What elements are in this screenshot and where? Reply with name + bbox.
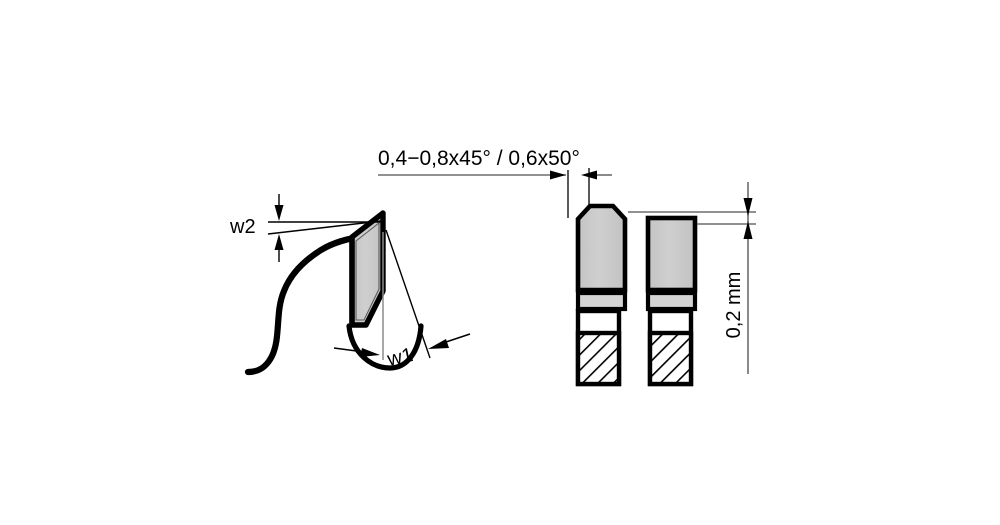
w2-angle-label: w2 xyxy=(229,216,256,238)
chamfer-dimension-label: 0,4−0,8x45° / 0,6x50° xyxy=(378,147,580,170)
square-tooth-band xyxy=(645,290,698,312)
w2-angle-group xyxy=(267,194,383,262)
projection-arrow-upper-icon xyxy=(743,198,753,216)
chamfered-tooth-carbide xyxy=(575,203,628,293)
w2-reference-line-lower xyxy=(267,220,382,235)
w1-arrow-left-shaft xyxy=(333,347,365,353)
projection-dimension-group xyxy=(628,182,756,374)
side-profile-view xyxy=(244,210,424,376)
w1-arrow-left-icon xyxy=(360,348,380,357)
chamfered-tooth-hatch xyxy=(578,333,619,384)
w1-reference-line-slanted xyxy=(385,229,431,359)
square-tooth-hatch-clip xyxy=(650,333,691,384)
chamfer-arrow-left-icon xyxy=(550,170,566,180)
gullet-arc xyxy=(346,323,424,371)
chamfer-dimension-group xyxy=(378,168,612,218)
carbide-tip-seam xyxy=(355,221,380,321)
chamfered-tooth-band xyxy=(575,290,628,312)
blade-body-curve xyxy=(244,232,370,376)
square-tooth-carbide xyxy=(645,215,698,293)
projection-arrow-lower-icon xyxy=(743,221,753,239)
chamfered-tooth-hatch-border xyxy=(575,330,622,387)
w1-angle-label: w1 xyxy=(384,344,415,371)
w1-arrow-right-icon xyxy=(428,339,449,349)
projection-dimension-label: 0,2 mm xyxy=(723,272,745,339)
chamfered-tooth-hatch-clip xyxy=(578,333,619,384)
square-tooth-hatch-border xyxy=(647,330,694,387)
front-view-square-tooth xyxy=(645,215,698,387)
front-view-chamfered-tooth xyxy=(575,203,628,387)
w2-arrow-lower-icon xyxy=(274,234,284,250)
w1-angle-group xyxy=(333,229,471,360)
w1-arrow-right-shaft xyxy=(442,333,471,344)
square-tooth-hatch xyxy=(650,333,691,384)
w2-arrow-upper-icon xyxy=(274,205,284,221)
